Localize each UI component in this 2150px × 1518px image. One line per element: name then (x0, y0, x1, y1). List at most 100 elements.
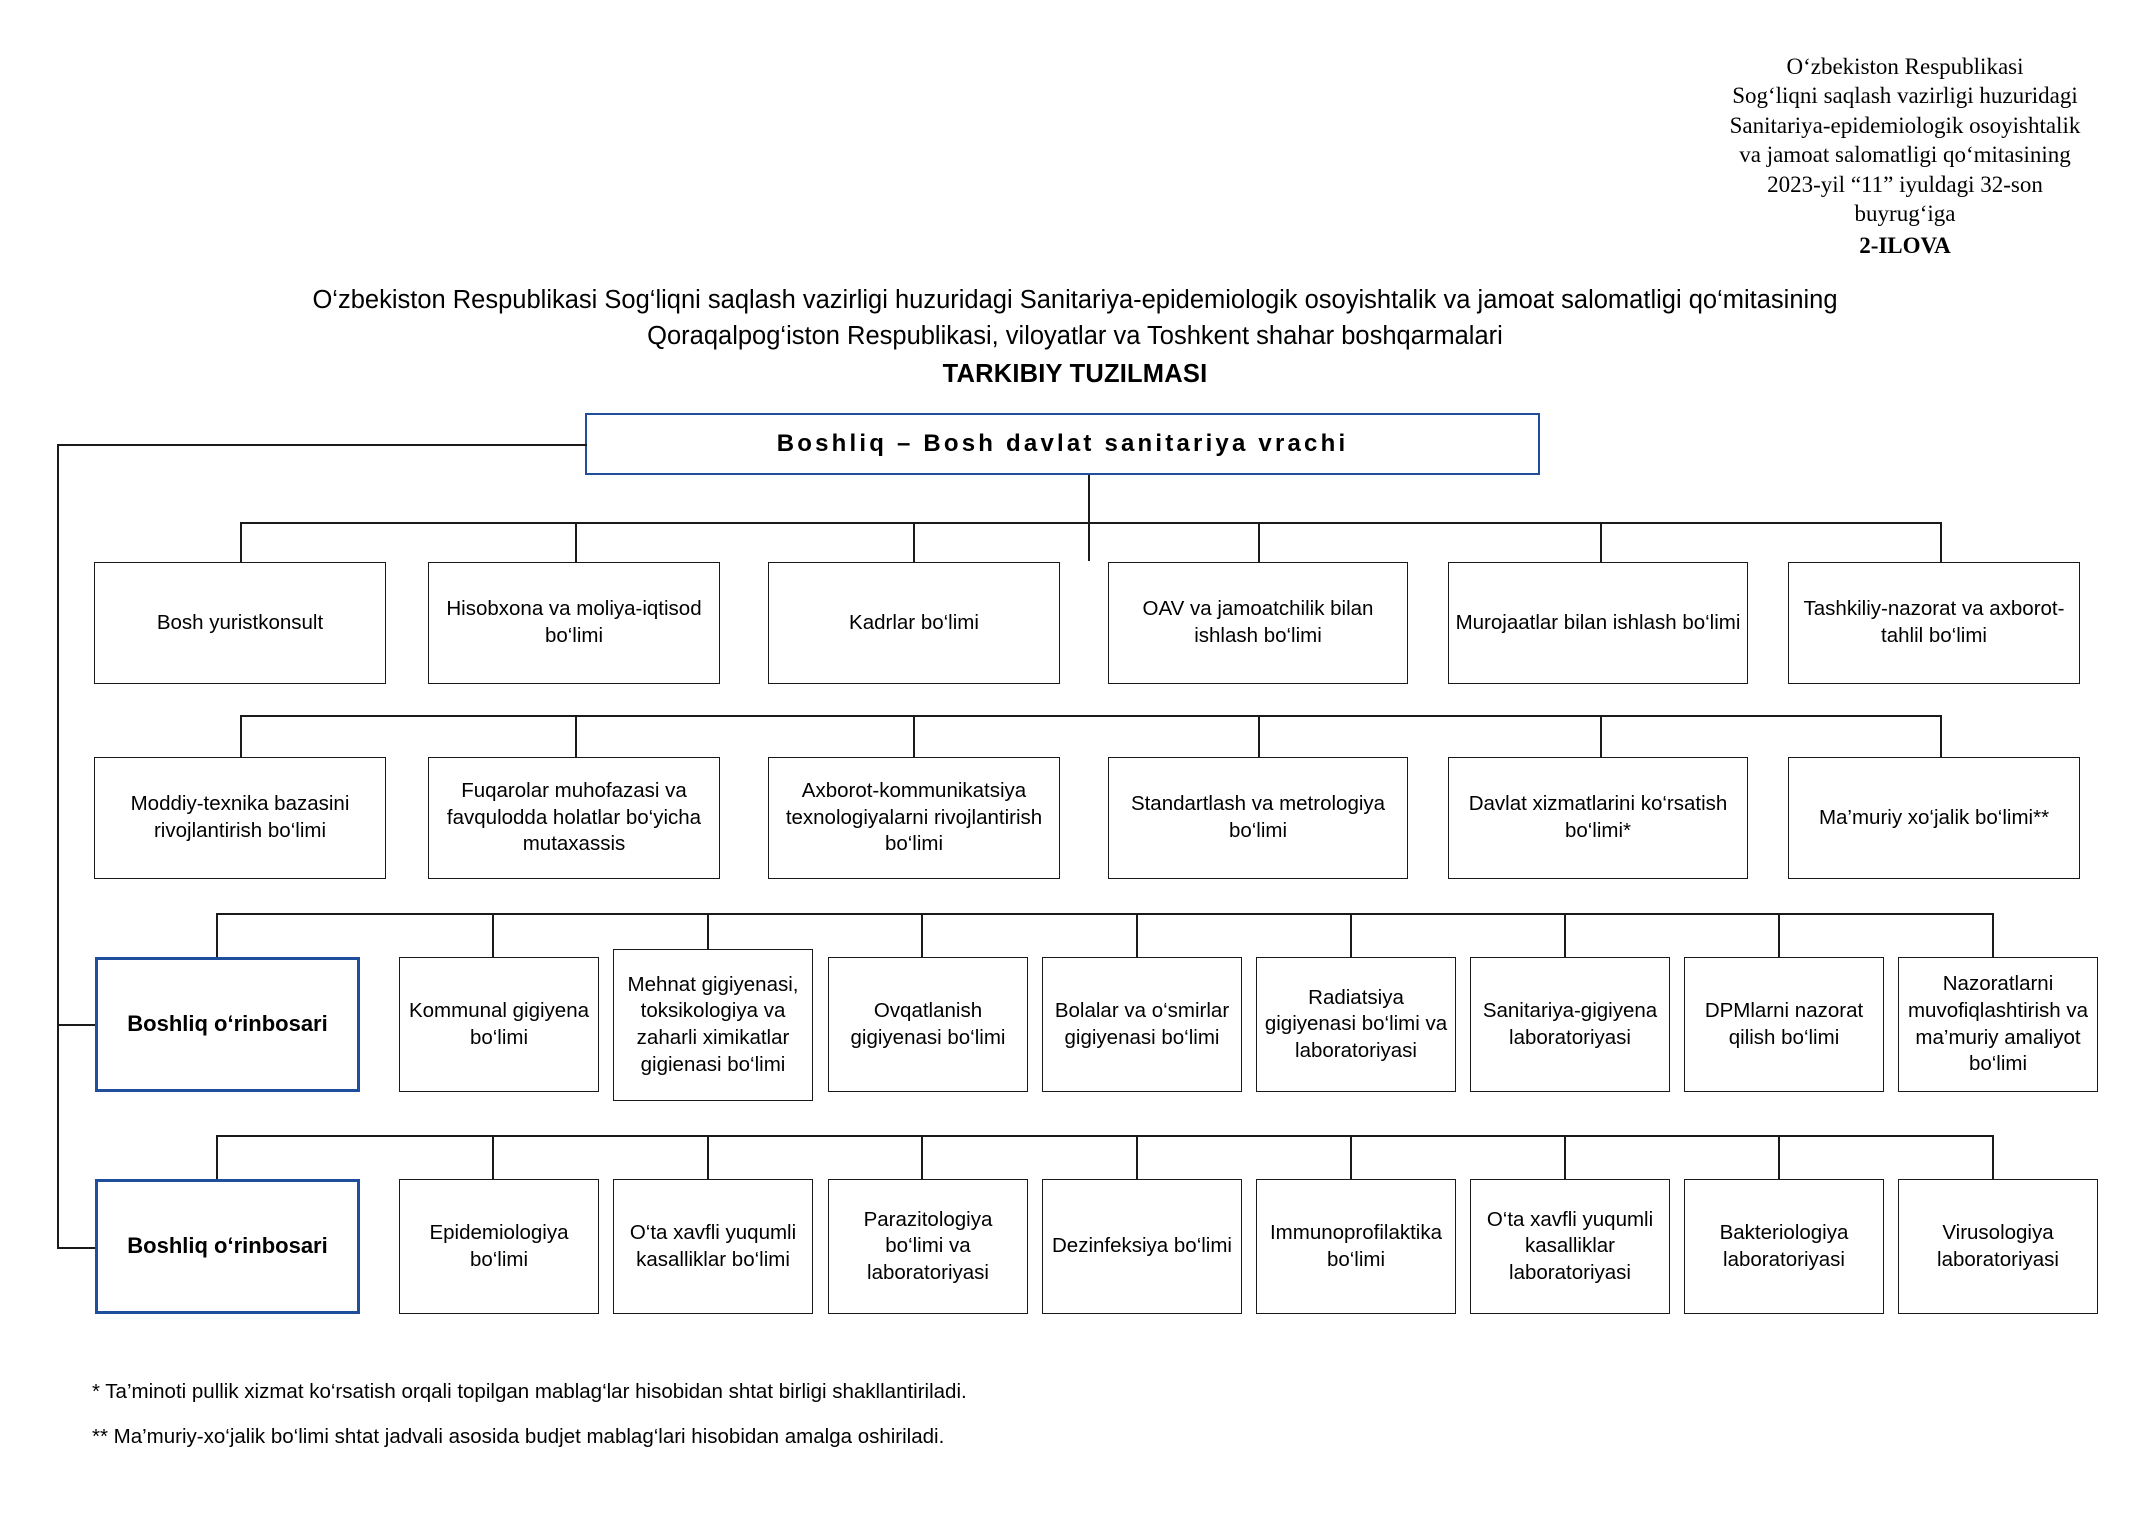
node-row4-6-label: O‘ta xavfli yuqumli kasalliklar laborato… (1486, 1207, 1654, 1284)
node-row2-1[interactable]: Moddiy-texnika bazasini rivojlantirish b… (94, 757, 386, 879)
row4-drop-4 (1136, 1135, 1138, 1179)
node-deputy-1[interactable]: Boshliq o‘rinbosari (95, 957, 360, 1092)
title-line-3: TARKIBIY TUZILMASI (942, 360, 1208, 389)
node-row2-2[interactable]: Fuqarolar muhofazasi va favqulodda holat… (428, 757, 720, 879)
document-reference: O‘zbekiston Respublikasi Sog‘liqni saqla… (1690, 52, 2120, 260)
node-row1-5-label: Murojaatlar bilan ishlash bo‘limi (1455, 610, 1741, 634)
node-row4-4[interactable]: Dezinfeksiya bo‘limi (1042, 1179, 1242, 1314)
row2-drop-5 (1600, 715, 1602, 757)
node-row4-5[interactable]: Immunoprofilaktika bo‘limi (1256, 1179, 1456, 1314)
node-row1-6-label: Tashkiliy-nazorat va axborot-tahlil bo‘l… (1803, 597, 2065, 647)
row2-drop-1 (240, 715, 242, 757)
head-drop-line (1088, 475, 1090, 561)
row3-drop-2 (707, 913, 709, 957)
node-row1-4[interactable]: OAV va jamoatchilik bilan ishlash bo‘lim… (1108, 562, 1408, 684)
node-row3-3[interactable]: Ovqatlanish gigiyenasi bo‘limi (828, 957, 1028, 1092)
node-row2-6-label: Ma’muriy xo‘jalik bo‘limi** (1818, 805, 2050, 829)
node-row1-2[interactable]: Hisobxona va moliya-iqtisod bo‘limi (428, 562, 720, 684)
node-row4-3[interactable]: Parazitologiya bo‘limi va laboratoriyasi (828, 1179, 1028, 1314)
footnote-double-asterisk: ** Ma’muriy-xo‘jalik bo‘limi shtat jadva… (92, 1425, 945, 1448)
row1-drop-3 (913, 522, 915, 562)
spine-top-segment (57, 444, 587, 446)
doc-ref-line-2: Sog‘liqni saqlash vazirligi huzuridagi (1732, 83, 2078, 109)
title-line-1: O‘zbekiston Respublikasi Sog‘liqni saqla… (312, 286, 1838, 314)
row3-drop-3 (921, 913, 923, 957)
node-row3-4[interactable]: Bolalar va o‘smirlar gigiyenasi bo‘limi (1042, 957, 1242, 1092)
node-row1-1[interactable]: Bosh yuristkonsult (94, 562, 386, 684)
node-row4-5-label: Immunoprofilaktika bo‘limi (1269, 1220, 1443, 1271)
row3-drop-1 (492, 913, 494, 957)
node-row3-8-label: Nazoratlarni muvofiqlashtirish va ma’mur… (1907, 972, 2088, 1076)
node-row4-2[interactable]: O‘ta xavfli yuqumli kasalliklar bo‘limi (613, 1179, 813, 1314)
node-deputy-2-label: Boshliq o‘rinbosari (127, 1233, 328, 1259)
node-row1-3-label: Kadrlar bo‘limi (849, 610, 979, 634)
node-row4-7-label: Bakteriologiya laboratoriyasi (1719, 1220, 1849, 1271)
row2-drop-2 (575, 715, 577, 757)
node-row4-8-label: Virusologiya laboratoriyasi (1937, 1220, 2059, 1271)
node-row3-5-label: Radiatsiya gigiyenasi bo‘limi va laborat… (1264, 985, 1448, 1062)
node-row3-5[interactable]: Radiatsiya gigiyenasi bo‘limi va laborat… (1256, 957, 1456, 1092)
row3-drop-deputy (216, 913, 218, 957)
node-row3-4-label: Bolalar va o‘smirlar gigiyenasi bo‘limi (1054, 998, 1230, 1049)
node-row4-6[interactable]: O‘ta xavfli yuqumli kasalliklar laborato… (1470, 1179, 1670, 1314)
node-row4-1[interactable]: Epidemiologiya bo‘limi (399, 1179, 599, 1314)
doc-ref-line-6: buyrug‘iga (1854, 201, 1956, 227)
doc-ref-line-3: Sanitariya-epidemiologik osoyishtalik (1729, 112, 2081, 138)
row4-drop-5 (1350, 1135, 1352, 1179)
node-deputy-1-label: Boshliq o‘rinbosari (127, 1011, 328, 1037)
node-row3-6[interactable]: Sanitariya-gigiyena laboratoriyasi (1470, 957, 1670, 1092)
node-row2-1-label: Moddiy-texnika bazasini rivojlantirish b… (130, 792, 350, 842)
row3-bus (216, 913, 1992, 915)
node-row2-4[interactable]: Standartlash va metrologiya bo‘limi (1108, 757, 1408, 879)
doc-ref-line-1: O‘zbekiston Respublikasi (1786, 54, 2024, 79)
page-title: O‘zbekiston Respublikasi Sog‘liqni saqla… (150, 282, 2000, 389)
node-row4-7[interactable]: Bakteriologiya laboratoriyasi (1684, 1179, 1884, 1314)
node-row4-1-label: Epidemiologiya bo‘limi (429, 1220, 569, 1271)
node-row2-6[interactable]: Ma’muriy xo‘jalik bo‘limi** (1788, 757, 2080, 879)
node-row2-4-label: Standartlash va metrologiya bo‘limi (1130, 792, 1386, 842)
node-row1-3[interactable]: Kadrlar bo‘limi (768, 562, 1060, 684)
row3-drop-8 (1992, 913, 1994, 957)
node-row1-6[interactable]: Tashkiliy-nazorat va axborot-tahlil bo‘l… (1788, 562, 2080, 684)
node-row1-5[interactable]: Murojaatlar bilan ishlash bo‘limi (1448, 562, 1748, 684)
annex-label: 2-ILOVA (1859, 232, 1951, 258)
doc-ref-line-4: va jamoat salomatligi qo‘mitasining (1739, 142, 2071, 168)
node-row3-1[interactable]: Kommunal gigiyena bo‘limi (399, 957, 599, 1092)
node-row2-5[interactable]: Davlat xizmatlarini ko‘rsatish bo‘limi* (1448, 757, 1748, 879)
node-row3-7[interactable]: DPMlarni nazorat qilish bo‘limi (1684, 957, 1884, 1092)
node-row3-2[interactable]: Mehnat gigiyenasi, toksikologiya va zaha… (613, 949, 813, 1101)
node-row2-3[interactable]: Axborot-kommunikatsiya texnologiyalarni … (768, 757, 1060, 879)
node-row3-7-label: DPMlarni nazorat qilish bo‘limi (1704, 998, 1864, 1049)
node-row2-3-label: Axborot-kommunikatsiya texnologiyalarni … (785, 779, 1043, 856)
row4-drop-1 (492, 1135, 494, 1179)
node-row4-8[interactable]: Virusologiya laboratoriyasi (1898, 1179, 2098, 1314)
row3-drop-4 (1136, 913, 1138, 957)
node-row1-1-label: Bosh yuristkonsult (156, 610, 324, 634)
row3-drop-7 (1778, 913, 1780, 957)
row4-drop-deputy (216, 1135, 218, 1179)
row2-drop-3 (913, 715, 915, 757)
node-row4-2-label: O‘ta xavfli yuqumli kasalliklar bo‘limi (629, 1220, 797, 1271)
row1-bus (240, 522, 1940, 524)
node-deputy-2[interactable]: Boshliq o‘rinbosari (95, 1179, 360, 1314)
spine-vertical (57, 444, 59, 1248)
node-row4-4-label: Dezinfeksiya bo‘limi (1051, 1234, 1232, 1258)
row3-drop-6 (1564, 913, 1566, 957)
node-head[interactable]: Boshliq – Bosh davlat sanitariya vrachi (585, 413, 1540, 475)
node-row3-2-label: Mehnat gigiyenasi, toksikologiya va zaha… (627, 972, 799, 1076)
node-row3-6-label: Sanitariya-gigiyena laboratoriyasi (1482, 998, 1658, 1049)
row1-drop-1 (240, 522, 242, 562)
row4-bus (216, 1135, 1992, 1137)
spine-stub-deputy-2 (57, 1247, 95, 1249)
row1-drop-5 (1600, 522, 1602, 562)
node-row3-8[interactable]: Nazoratlarni muvofiqlashtirish va ma’mur… (1898, 957, 2098, 1092)
row1-drop-4 (1258, 522, 1260, 562)
node-row1-4-label: OAV va jamoatchilik bilan ishlash bo‘lim… (1142, 597, 1374, 647)
node-row4-3-label: Parazitologiya bo‘limi va laboratoriyasi (863, 1207, 993, 1284)
row4-drop-2 (707, 1135, 709, 1179)
node-row2-5-label: Davlat xizmatlarini ko‘rsatish bo‘limi* (1468, 792, 1728, 842)
row2-bus (240, 715, 1940, 717)
row1-drop-6 (1940, 522, 1942, 562)
spine-stub-deputy-1 (57, 1024, 95, 1026)
